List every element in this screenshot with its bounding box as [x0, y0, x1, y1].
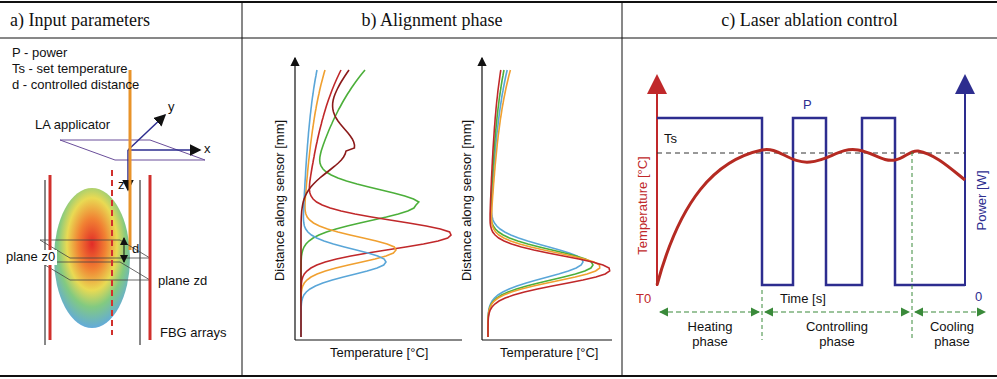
temperature-profile: [488, 70, 600, 337]
figure-label: z: [118, 178, 125, 193]
figure-label: plane zd: [158, 274, 207, 289]
figure-label: LA applicator: [35, 118, 110, 133]
figure-label: P: [803, 98, 812, 113]
figure-label: Ts - set temperature: [12, 62, 128, 77]
figure-label: x: [204, 142, 211, 157]
temperature-profile: [301, 70, 451, 337]
panel-heading: b) Alignment phase: [242, 10, 622, 31]
temperature-profile: [301, 70, 386, 337]
figure-panel: b) Alignment phase: [242, 2, 622, 38]
temperature-profile: [301, 70, 355, 337]
figure-label: y: [168, 100, 175, 115]
temperature-profile: [488, 70, 593, 337]
figure-label: d: [132, 242, 139, 257]
figure-label: Controlling phase: [797, 320, 877, 350]
figure-label: FBG arrays: [160, 326, 226, 341]
figure-label: Ts: [664, 132, 677, 147]
figure-label: Temperature [°C]: [330, 346, 428, 361]
figure-label: d - controlled distance: [12, 78, 139, 93]
figure-label: Time [s]: [780, 292, 826, 307]
axis-title: Power [W]: [975, 170, 990, 230]
axis-title: Temperature [°C]: [636, 156, 651, 254]
axis-title: Distance along sensor [mm]: [274, 119, 289, 280]
figure-label: P - power: [12, 46, 67, 61]
panel-heading: a) Input parameters: [10, 10, 242, 31]
temperature-profile: [301, 70, 396, 337]
figure-panel: a) Input parameters: [0, 2, 242, 38]
figure-panel: c) Laser ablation control: [622, 2, 997, 38]
panel-heading: c) Laser ablation control: [622, 10, 997, 31]
figure-label: Temperature [°C]: [500, 346, 598, 361]
figure-label: plane z0: [4, 250, 57, 265]
figure-label: Cooling phase: [922, 320, 982, 350]
figure-label: T0: [636, 292, 651, 307]
figure-label: Heating phase: [675, 320, 745, 350]
figure-label: 0: [975, 290, 982, 305]
axis-title: Distance along sensor [mm]: [461, 119, 476, 280]
temperature-profile: [488, 70, 610, 337]
